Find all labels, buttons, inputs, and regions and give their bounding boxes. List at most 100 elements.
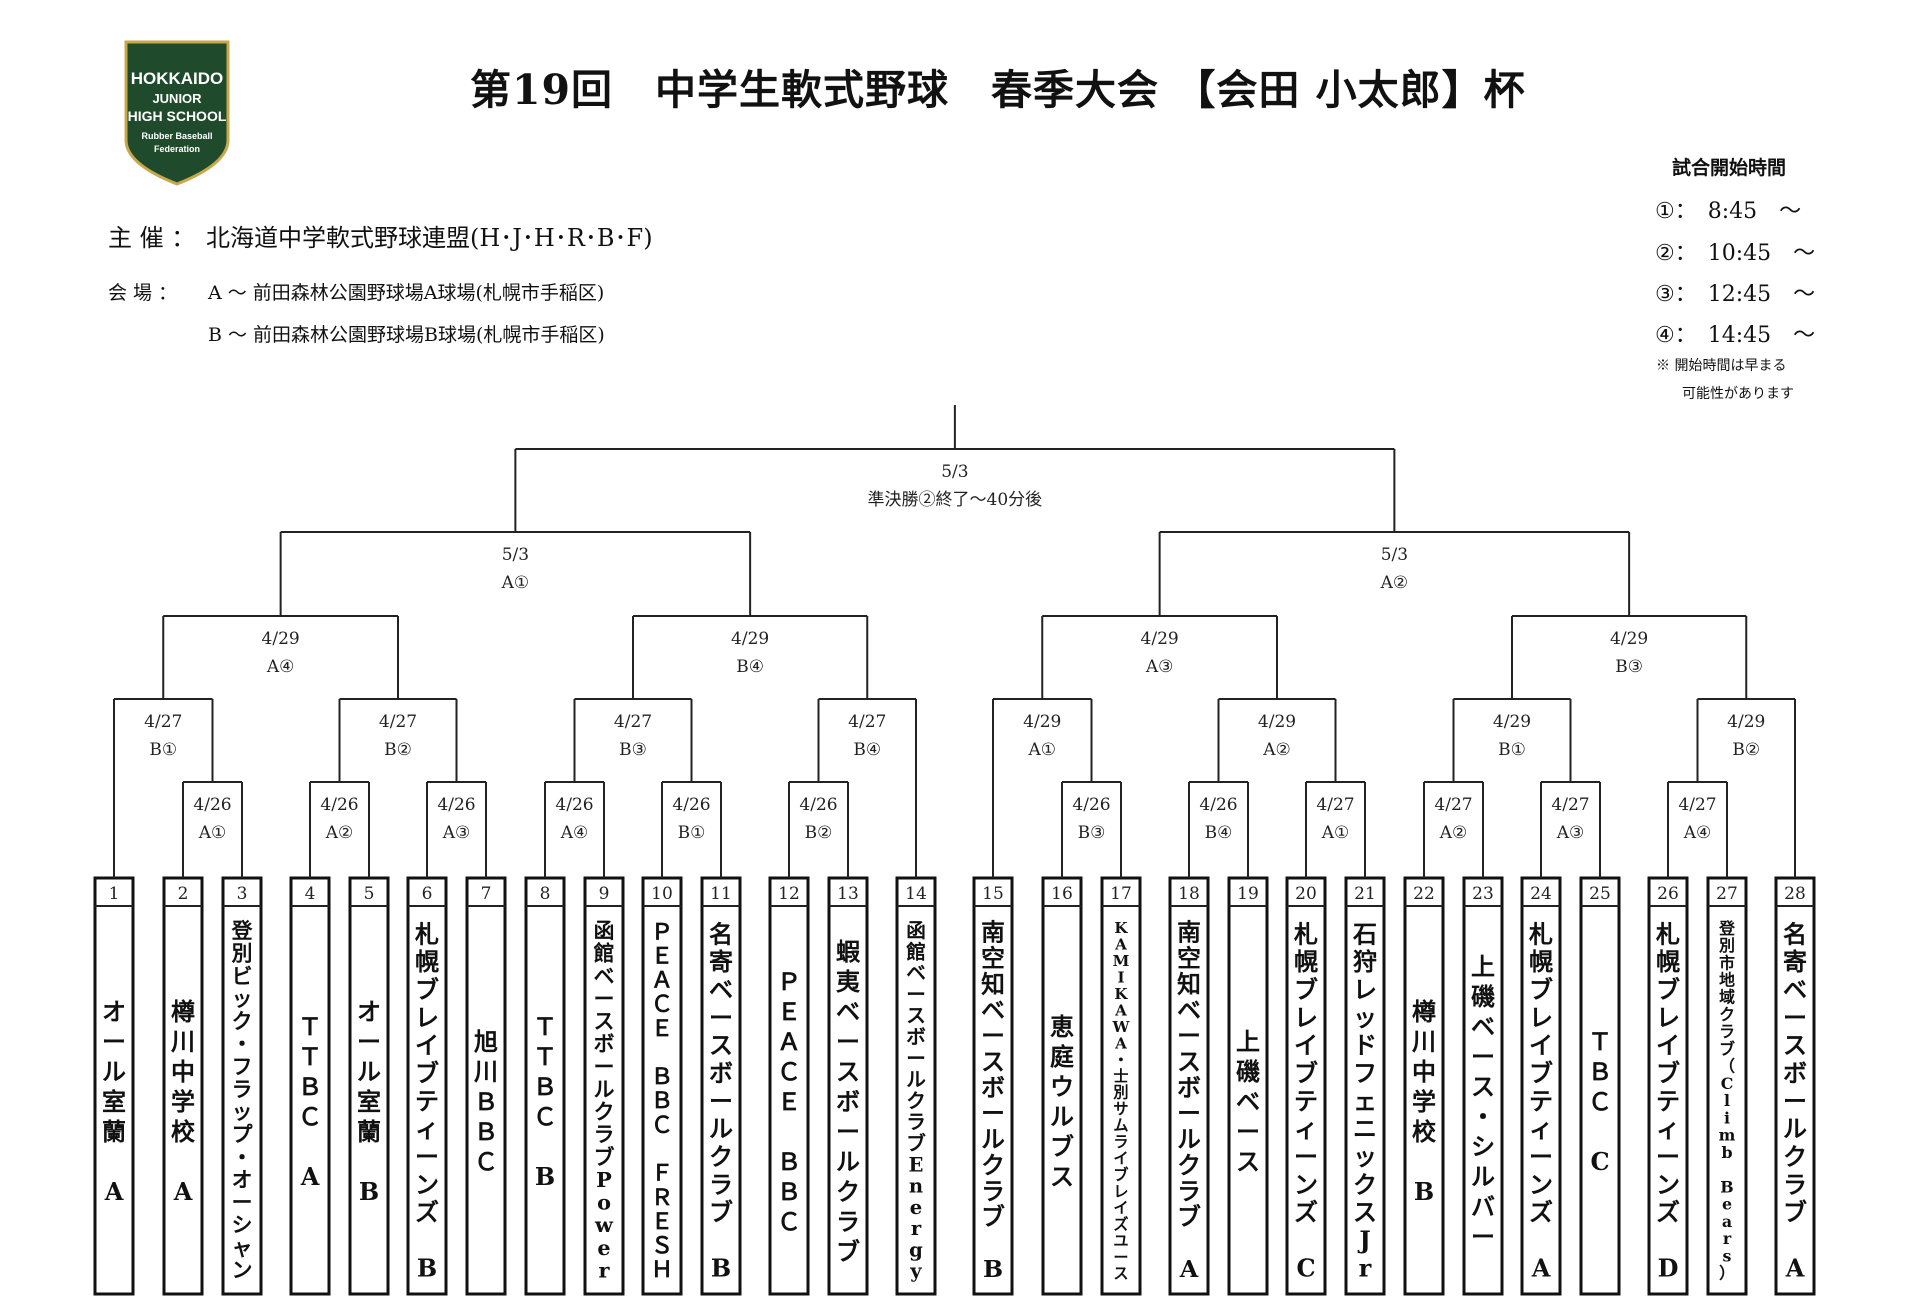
team-name: 樽川中学校 A <box>171 997 196 1206</box>
team-name: 上磯ベース・シルバー <box>1471 952 1495 1251</box>
start-time-note-2: 可能性があります <box>1682 386 1794 402</box>
team-box <box>1706 876 1748 1296</box>
team-name: ＴＴＢＣ B <box>533 1012 557 1191</box>
team-seed: 25 <box>1589 884 1611 904</box>
team-box <box>289 876 331 1296</box>
game-date: 4/29 <box>262 629 300 649</box>
team-seed: 2 <box>178 884 189 904</box>
team-box <box>700 876 742 1296</box>
team-box <box>1168 876 1210 1296</box>
team-seed: 19 <box>1237 884 1259 904</box>
team-seed: 11 <box>710 884 732 904</box>
venue-label: 会 場 ： <box>108 282 178 304</box>
team-seed: 18 <box>1178 884 1200 904</box>
logo-text-3: HIGH SCHOOL <box>128 108 227 124</box>
game-date: 4/29 <box>1493 712 1531 732</box>
team-seed: 13 <box>837 884 859 904</box>
team-box <box>1344 876 1386 1296</box>
game-date: 4/29 <box>1023 712 1061 732</box>
game-slot: A② <box>1262 740 1291 760</box>
logo-text-2: JUNIOR <box>152 91 202 106</box>
team-box <box>1579 876 1621 1296</box>
team-box <box>221 876 263 1296</box>
game-date: 4/29 <box>1727 712 1765 732</box>
team-box <box>465 876 507 1296</box>
game-date: 4/29 <box>1610 629 1648 649</box>
team-seed: 14 <box>905 884 927 904</box>
team-seed: 4 <box>305 884 316 904</box>
team-name: オール室蘭 A <box>102 997 126 1206</box>
game-date: 4/27 <box>144 712 182 732</box>
game-slot: A① <box>501 573 530 593</box>
team-name: 樽川中学校 B <box>1412 997 1437 1206</box>
start-time-3: ③： 12:45 ～ <box>1655 282 1816 307</box>
game-date: 4/27 <box>1551 795 1589 815</box>
team-seed: 6 <box>422 884 433 904</box>
game-slot: B③ <box>1078 823 1106 843</box>
team-seed: 5 <box>364 884 375 904</box>
team-box <box>348 876 390 1296</box>
team-name: 札幌ブレイブティーンズ C <box>1293 919 1318 1282</box>
game-slot: A① <box>198 823 227 843</box>
game-slot: A② <box>325 823 354 843</box>
federation-logo: HOKKAIDO JUNIOR HIGH SCHOOL Rubber Baseb… <box>124 40 230 186</box>
team-seed: 27 <box>1716 884 1738 904</box>
team-box <box>1774 876 1816 1296</box>
game-slot: B④ <box>736 657 764 677</box>
game-date: 5/3 <box>502 545 529 565</box>
game-slot: A① <box>1321 823 1350 843</box>
game-slot: B② <box>805 823 833 843</box>
team-name: 名寄ベースボールクラブ A <box>1783 919 1807 1282</box>
team-name: オール室蘭 B <box>357 997 381 1206</box>
game-date: 4/29 <box>731 629 769 649</box>
team-name: 恵庭ウルブス <box>1050 1012 1074 1191</box>
venue-a-text: A ～ 前田森林公園野球場A球場(札幌市手稲区) <box>208 282 605 304</box>
game-slot: B① <box>149 740 177 760</box>
team-seed: 12 <box>778 884 800 904</box>
start-time-2: ②： 10:45 ～ <box>1655 241 1816 266</box>
logo-text-1: HOKKAIDO <box>131 69 224 88</box>
team-box <box>1100 876 1142 1296</box>
team-seed: 3 <box>237 884 248 904</box>
game-date: 4/27 <box>848 712 886 732</box>
game-date: 4/27 <box>1434 795 1472 815</box>
team-name: ＰＥＡＣＥ ＢＢＣ ＦＲＥＳＨ <box>651 919 673 1283</box>
game-slot: B③ <box>619 740 647 760</box>
game-date: 4/26 <box>1072 795 1110 815</box>
team-seed: 10 <box>651 884 673 904</box>
team-seed: 7 <box>481 884 492 904</box>
organizer-label: 主 催 ： <box>108 224 196 252</box>
game-slot: A② <box>1439 823 1468 843</box>
game-slot: A① <box>1027 740 1056 760</box>
page-title: 第19回 中学生軟式野球 春季大会 【会田 小太郎】杯 <box>470 66 1526 114</box>
team-name: ＴＢＣ C <box>1588 1027 1612 1176</box>
game-date: 5/3 <box>941 462 968 482</box>
organizer-text: 北海道中学軟式野球連盟(H･J･H･R･B･F) <box>206 224 653 252</box>
game-slot: 準決勝②終了～40分後 <box>868 490 1043 510</box>
team-seed: 17 <box>1110 884 1132 904</box>
team-box <box>93 876 135 1296</box>
start-time-4: ④： 14:45 ～ <box>1655 323 1816 348</box>
team-name: 南空知ベースボールクラブ B <box>981 919 1005 1283</box>
team-name: ＰＥＡＣＥ ＢＢＣ <box>777 967 801 1236</box>
game-slot: A④ <box>266 657 295 677</box>
team-seed: 9 <box>599 884 610 904</box>
game-slot: B① <box>1498 740 1526 760</box>
team-seed: 21 <box>1354 884 1376 904</box>
team-name: 南空知ベースボールクラブ A <box>1177 919 1201 1283</box>
game-slot: A④ <box>560 823 589 843</box>
game-slot: B④ <box>1205 823 1233 843</box>
team-name: 名寄ベースボールクラブ B <box>709 919 733 1282</box>
venue-b-text: B ～ 前田森林公園野球場B球場(札幌市手稲区) <box>208 324 605 346</box>
team-box <box>827 876 869 1296</box>
team-seed: 28 <box>1784 884 1806 904</box>
game-date: 4/29 <box>1141 629 1179 649</box>
game-slot: A③ <box>1145 657 1174 677</box>
game-date: 5/3 <box>1381 545 1408 565</box>
